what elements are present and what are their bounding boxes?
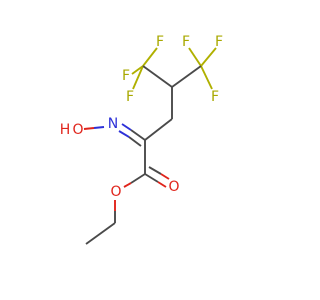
atom-label-oxime-n: N	[108, 116, 118, 132]
bond-ch2-ch3	[85, 222, 116, 245]
bond-ch2-c-oxime	[144, 118, 173, 141]
bond-c-o-double-2	[148, 166, 162, 175]
bond-c-o-double-2-o	[160, 173, 170, 180]
atom-label-f2: F	[122, 68, 130, 84]
atom-label-layer: F F F F F F H O N O O	[60, 34, 223, 200]
bond-c-n-double-inner-n	[118, 130, 130, 138]
atom-label-carbonyl-o: O	[168, 179, 179, 195]
bond-ch-cf3a	[142, 65, 173, 88]
bond-c-o-double-1-o	[157, 181, 167, 188]
bond-cf3b-f4	[188, 47, 202, 67]
bond-cf3a-f1	[142, 47, 158, 67]
atom-label-f3: F	[126, 89, 134, 105]
bond-n-o-o-half	[83, 127, 95, 130]
bond-n-o-n-half	[93, 126, 105, 129]
atom-label-hydroxyl-o: O	[72, 122, 83, 138]
bond-c-o-double-1	[144, 173, 159, 183]
bond-cf3b-f6	[200, 65, 213, 90]
atom-label-hydroxyl-h: H	[60, 122, 71, 138]
bond-cf3a-f3	[132, 65, 144, 90]
atom-label-ester-o: O	[110, 184, 121, 200]
molecule-structure-diagram: F F F F F F H O N O O	[60, 34, 223, 245]
bond-cf3a-f2	[131, 65, 144, 75]
bond-c-n-double-inner	[128, 136, 142, 147]
bond-c-n-double-outer	[130, 129, 146, 141]
atom-label-f5: F	[215, 34, 223, 50]
bond-c-ester-o-o	[123, 182, 132, 188]
bond-c-n-double-outer-n	[121, 123, 132, 131]
atom-label-f4: F	[182, 34, 190, 50]
bond-c-ester-o	[130, 173, 146, 184]
atom-label-f1: F	[156, 34, 164, 50]
bond-layer	[83, 47, 217, 245]
bond-ch-cf3b	[171, 65, 202, 88]
atom-label-f6: F	[211, 89, 219, 105]
bond-cf3b-f5	[200, 47, 217, 67]
